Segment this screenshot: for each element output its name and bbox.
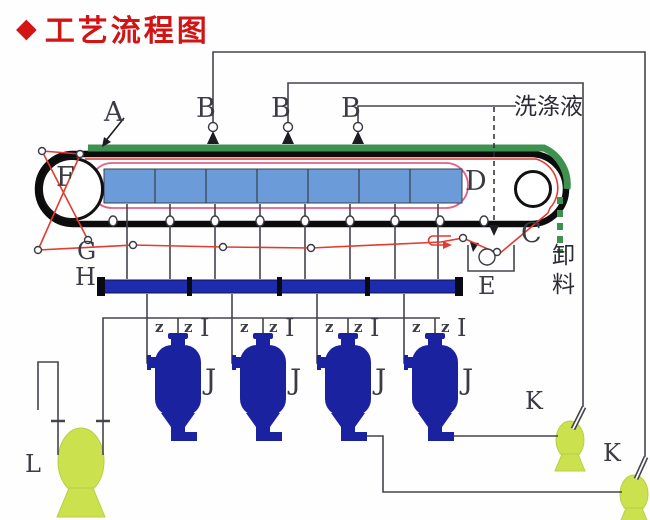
cake-layer [88, 144, 571, 190]
valve-z: z [354, 318, 363, 336]
cloth-direction-arrow-icon [443, 241, 452, 249]
wash-nozzle-icon [489, 225, 499, 236]
label-k1: K [525, 387, 543, 415]
valve-z: z [184, 318, 193, 336]
head-roller [40, 157, 104, 221]
label-b3: B [341, 93, 361, 124]
label-i2: I [285, 314, 295, 342]
cloth-rollers [33, 146, 502, 257]
valve-z: z [240, 318, 249, 336]
feed-arrow-a [102, 117, 125, 147]
label-b2: B [271, 93, 291, 124]
valve-z: z [441, 318, 450, 336]
label-c: C [521, 218, 542, 249]
spray-nozzles-b [207, 121, 364, 144]
label-f: F [56, 162, 75, 193]
discharge-label: 卸料 [547, 243, 574, 301]
manifold-h [97, 277, 463, 296]
belt-support-rollers [108, 215, 489, 227]
diamond-bullet-icon: ◆ [16, 12, 37, 43]
page-title: ◆ 工艺流程图 [16, 6, 210, 50]
filtrate-pump-k2 [618, 474, 650, 520]
filtrate-pump-k1 [554, 420, 586, 472]
vacuum-boxes [103, 168, 463, 204]
cloth-wash-box-e [467, 245, 515, 272]
vacuum-box-dividers [154, 169, 411, 203]
label-i1: I [200, 314, 210, 342]
vacuum-pump-l [56, 427, 106, 518]
receiver-tank-j1 [147, 333, 201, 441]
tail-roller [514, 170, 552, 208]
label-d: D [465, 166, 487, 197]
label-b1: B [196, 93, 216, 124]
label-j2: J [290, 363, 302, 396]
receiver-tank-j3 [317, 333, 371, 441]
label-a: A [104, 97, 124, 128]
label-i4: I [457, 314, 467, 342]
label-j1: J [205, 363, 217, 396]
title-text: 工艺流程图 [44, 14, 210, 49]
label-e: E [478, 272, 496, 300]
label-h: H [75, 263, 96, 291]
valve-z: z [325, 318, 334, 336]
label-i3: I [370, 314, 380, 342]
label-g: G [77, 237, 97, 265]
label-k2: K [603, 439, 621, 467]
label-l: L [25, 450, 41, 478]
valve-z: z [269, 318, 278, 336]
valve-z: z [412, 318, 421, 336]
receiver-tank-j4 [404, 333, 458, 441]
receiver-tank-j2 [232, 333, 286, 441]
valve-z: z [155, 318, 164, 336]
label-j4: J [462, 363, 474, 396]
wash-liquid-label: 洗涤液 [514, 94, 583, 120]
label-j3: J [375, 363, 387, 396]
